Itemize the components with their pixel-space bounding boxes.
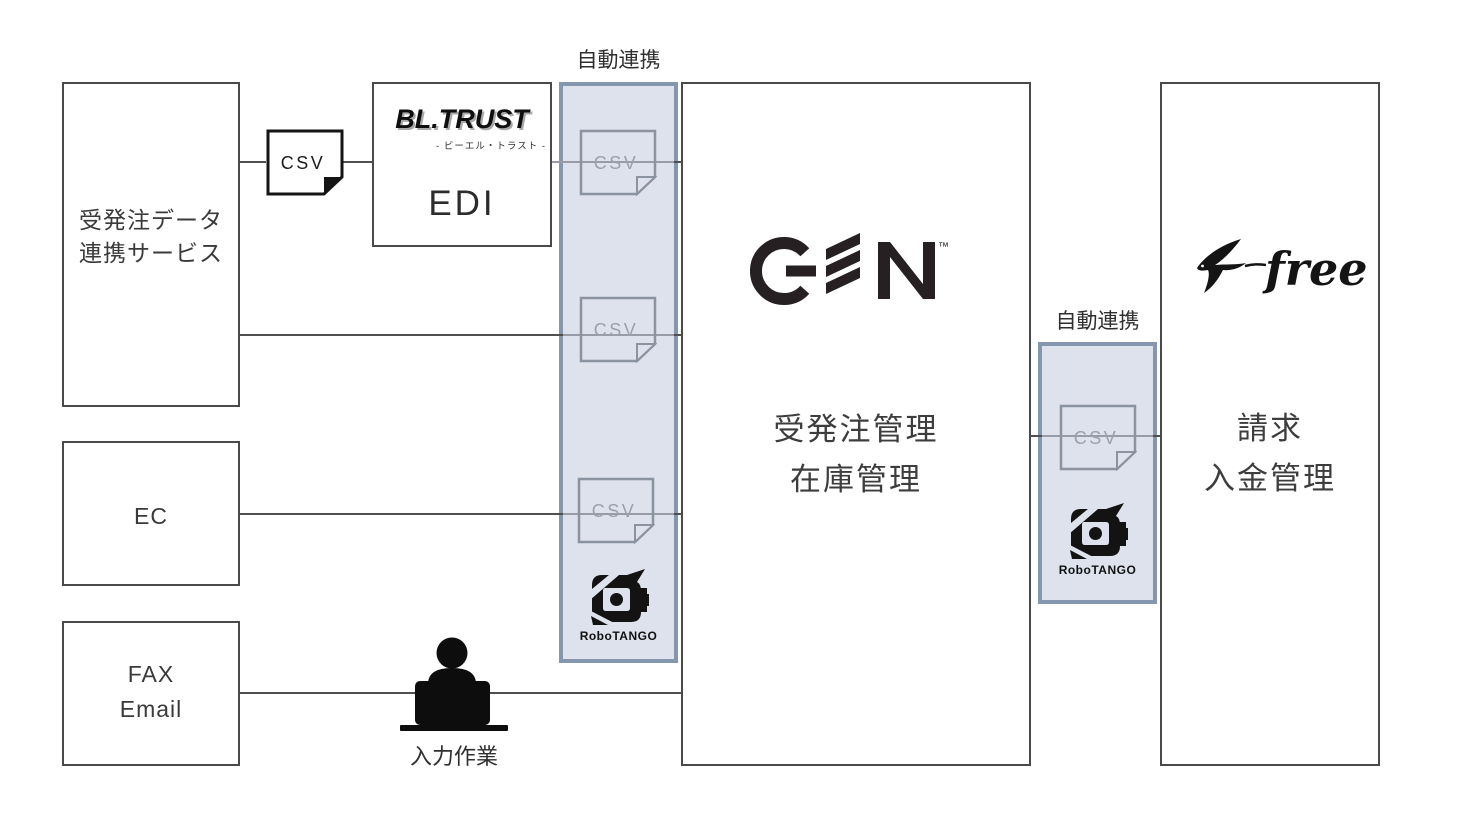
- connector-line: [1042, 435, 1153, 437]
- bltrust-edi-box: [372, 82, 552, 247]
- connector-line: [343, 161, 372, 163]
- connector-line: [1153, 435, 1160, 437]
- csv-label: CSV: [594, 153, 639, 173]
- freee-wordmark: freee: [1262, 242, 1367, 296]
- gen-logo-n: [878, 242, 935, 299]
- robotango-label: RoboTANGO: [1058, 563, 1137, 577]
- csv-file-icon: CSV: [579, 129, 657, 196]
- email-line: Email: [119, 696, 183, 722]
- gen-function-line2: 在庫管理: [790, 462, 922, 497]
- connector-line: [552, 161, 681, 163]
- order-service-line2: 連携サービス: [79, 240, 223, 266]
- edi-label: EDI: [428, 184, 496, 223]
- ec-label: EC: [134, 503, 168, 529]
- order-service-line1: 受発注データ: [79, 207, 223, 233]
- bltrust-logo: BL.TRUST: [395, 104, 529, 134]
- freee-box: [1160, 82, 1380, 766]
- csv-label: CSV: [592, 501, 637, 521]
- connector-line: [563, 334, 681, 336]
- freee-swallow-tail: [1244, 263, 1267, 268]
- freee-function-line1: 請求: [1237, 411, 1303, 446]
- worker-at-laptop-icon: [400, 636, 508, 731]
- connector-line: [563, 513, 681, 515]
- csv-file-icon: CSV: [266, 129, 344, 196]
- connector-line: [240, 513, 563, 515]
- connector-line: [674, 161, 681, 163]
- csv-label: CSV: [281, 153, 326, 173]
- freee-swallow-eye: [1201, 264, 1204, 268]
- fax-email-label: FAX Email: [62, 657, 240, 727]
- auto-link-label-1: 自動連携: [576, 49, 661, 72]
- gen-logo-e: [826, 233, 860, 294]
- csv-label: CSV: [594, 320, 639, 340]
- bltrust-logo-subtitle: - ビーエル・トラスト -: [436, 141, 546, 152]
- gen-logo-tm: ™: [938, 241, 949, 253]
- robotango-icon: [587, 567, 649, 627]
- connector-line: [674, 334, 681, 336]
- csv-file-icon: CSV: [579, 296, 657, 363]
- connector-line: [1031, 435, 1042, 437]
- csv-label: CSV: [1074, 428, 1119, 448]
- fax-line: FAX: [127, 661, 175, 687]
- auto-link-panel-1: [559, 82, 678, 663]
- order-service-label: 受発注データ 連携サービス: [62, 204, 240, 270]
- connector-line: [240, 334, 563, 336]
- gen-logo: ™: [750, 228, 950, 306]
- gen-box: [681, 82, 1031, 766]
- input-work-label: 入力作業: [409, 744, 498, 769]
- gen-function-line1: 受発注管理: [773, 412, 939, 447]
- order-service-box: [62, 82, 240, 407]
- auto-link-panel-2: [1038, 342, 1157, 604]
- robotango-icon: [1066, 501, 1128, 561]
- auto-link-label-2: 自動連携: [1055, 310, 1140, 333]
- connector-line: [674, 513, 681, 515]
- ec-box: [62, 441, 240, 586]
- freee-logo: freee: [1195, 233, 1367, 303]
- robotango-label: RoboTANGO: [579, 629, 658, 643]
- freee-swallow-icon: [1197, 239, 1246, 293]
- freee-function-line2: 入金管理: [1204, 461, 1336, 496]
- csv-file-icon: CSV: [577, 477, 655, 544]
- gen-logo-g: [750, 237, 810, 305]
- fax-email-box: [62, 621, 240, 766]
- connector-line: [240, 161, 266, 163]
- csv-file-icon: CSV: [1059, 404, 1137, 471]
